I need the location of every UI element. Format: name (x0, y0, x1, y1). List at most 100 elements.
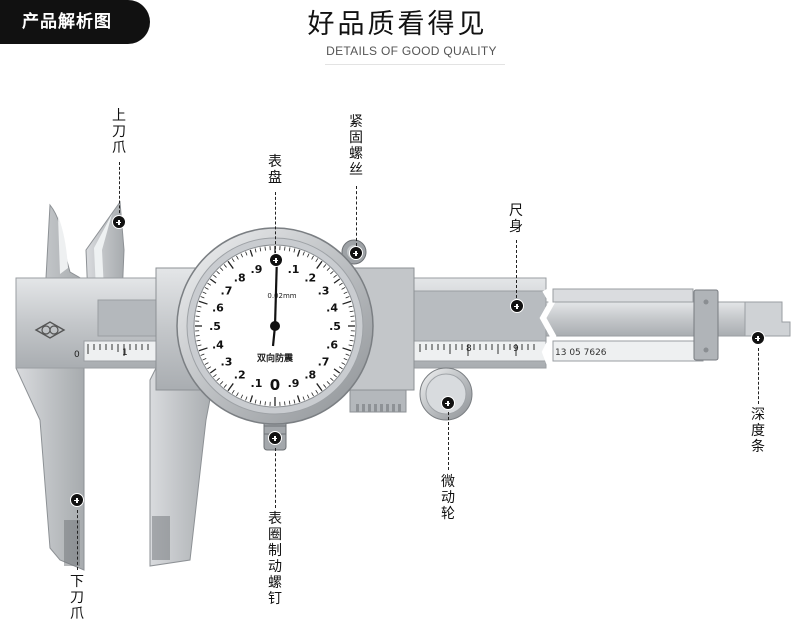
dial-tick (333, 274, 337, 278)
dial-tick (227, 383, 234, 392)
scale-mark-9: 9 (513, 344, 519, 354)
label-ruler-body: 尺身 (509, 203, 523, 235)
label-locking-screw: 紧固螺丝 (349, 114, 363, 178)
leader-lower-jaw (77, 510, 78, 570)
dial-tick (306, 394, 310, 399)
dial-number: .7 (221, 285, 233, 298)
dial-tick (236, 392, 239, 397)
depth-bar-clip (693, 289, 719, 361)
dial-tick (202, 357, 207, 361)
dial-tick (315, 258, 319, 263)
dial: .1.2.3.4.5.6.7.8.90.1.2.3.4.5.6.7.8.9 0.… (176, 227, 374, 425)
marker-ruler-body[interactable] (510, 299, 524, 313)
dial-tick (315, 389, 319, 394)
dial-tick (349, 310, 354, 313)
dial-tick (254, 248, 257, 253)
dial-needle (273, 255, 279, 327)
dial-tick (227, 260, 234, 269)
dial-number: .1 (251, 377, 263, 390)
dial-tick (341, 287, 346, 290)
dial-tick (350, 335, 355, 337)
dial-tick (348, 344, 353, 347)
dial-tick (216, 377, 220, 382)
dial-tick (342, 300, 352, 305)
logo (34, 321, 66, 339)
label-upper-jaw: 上刀爪 (112, 108, 126, 156)
leader-locking-screw (356, 186, 357, 246)
dial-tick (316, 260, 323, 269)
dial-number: .6 (326, 339, 338, 352)
dial-tick (330, 377, 334, 382)
leader-upper-jaw (119, 162, 120, 218)
dial-tick (288, 247, 291, 252)
dial-tick (207, 366, 212, 370)
marker-dial[interactable] (269, 253, 283, 267)
dial-tick (293, 248, 296, 253)
dial-tick (316, 383, 323, 392)
dial-number: .8 (234, 271, 246, 284)
main-scale-ticks (419, 344, 535, 356)
leader-depth-bar (758, 348, 759, 404)
dial-tick (240, 253, 244, 258)
leader-dial (275, 192, 276, 254)
dial-tick (333, 368, 341, 374)
left-scale-ticks (87, 344, 149, 356)
marker-upper-jaw[interactable] (112, 215, 126, 229)
dial-tick (204, 287, 209, 290)
dial-tick (293, 399, 296, 404)
marker-depth-bar[interactable] (751, 331, 765, 345)
dial-tick (348, 305, 353, 308)
dial-tick (200, 353, 205, 356)
dial-tick (245, 396, 248, 401)
dial-tick (311, 392, 314, 397)
dial-hub (270, 321, 280, 331)
dial-number: .3 (221, 355, 233, 368)
dial-tick (209, 368, 217, 374)
scale-mark-8: 8 (466, 344, 472, 354)
dial-tick (231, 389, 235, 394)
dial-tick (196, 339, 201, 342)
dial-tick (343, 291, 348, 295)
dial-tick (254, 399, 257, 404)
dial-number: .9 (288, 377, 300, 390)
fixed-jaw (15, 203, 85, 571)
dial-tick (338, 366, 343, 370)
marker-bezel-screw[interactable] (268, 431, 282, 445)
dial-tick (223, 264, 227, 268)
dial-tick (343, 357, 348, 361)
marker-lower-jaw[interactable] (70, 493, 84, 507)
dial-number: .6 (212, 301, 224, 314)
dial-tick (259, 247, 262, 252)
marker-fine-wheel[interactable] (441, 396, 455, 410)
dial-tick (195, 315, 200, 317)
dial-number: .4 (326, 301, 338, 314)
marker-locking-screw[interactable] (349, 246, 363, 260)
dial-tick (236, 255, 239, 260)
dial-tick (209, 278, 217, 284)
dial-ticks (195, 246, 355, 406)
dial-tick (342, 347, 352, 352)
dial-number: .3 (318, 285, 330, 298)
label-depth-bar: 深度条 (751, 407, 765, 455)
dial-tick (264, 246, 266, 251)
dial-tick (306, 253, 310, 258)
dial-number: .9 (251, 263, 263, 276)
dial-tick (264, 401, 266, 406)
dial-tick (326, 267, 331, 271)
dial-tick (213, 374, 217, 378)
dial-number: .1 (288, 263, 300, 276)
dial-tick (296, 249, 301, 257)
dial-tick (302, 396, 305, 401)
dial-tick (219, 267, 224, 271)
depth-bar (544, 301, 791, 337)
dial-tick (333, 278, 341, 284)
dial-tick (204, 362, 209, 365)
dial-tick (311, 255, 314, 260)
dial-tick (197, 344, 202, 347)
dial-tick (240, 394, 244, 399)
rack-gear (349, 389, 407, 413)
page-subtitle: DETAILS OF GOOD QUALITY (326, 44, 497, 58)
dial-tick (200, 296, 205, 299)
dial-tick (326, 381, 331, 385)
dial-tick (302, 251, 305, 256)
